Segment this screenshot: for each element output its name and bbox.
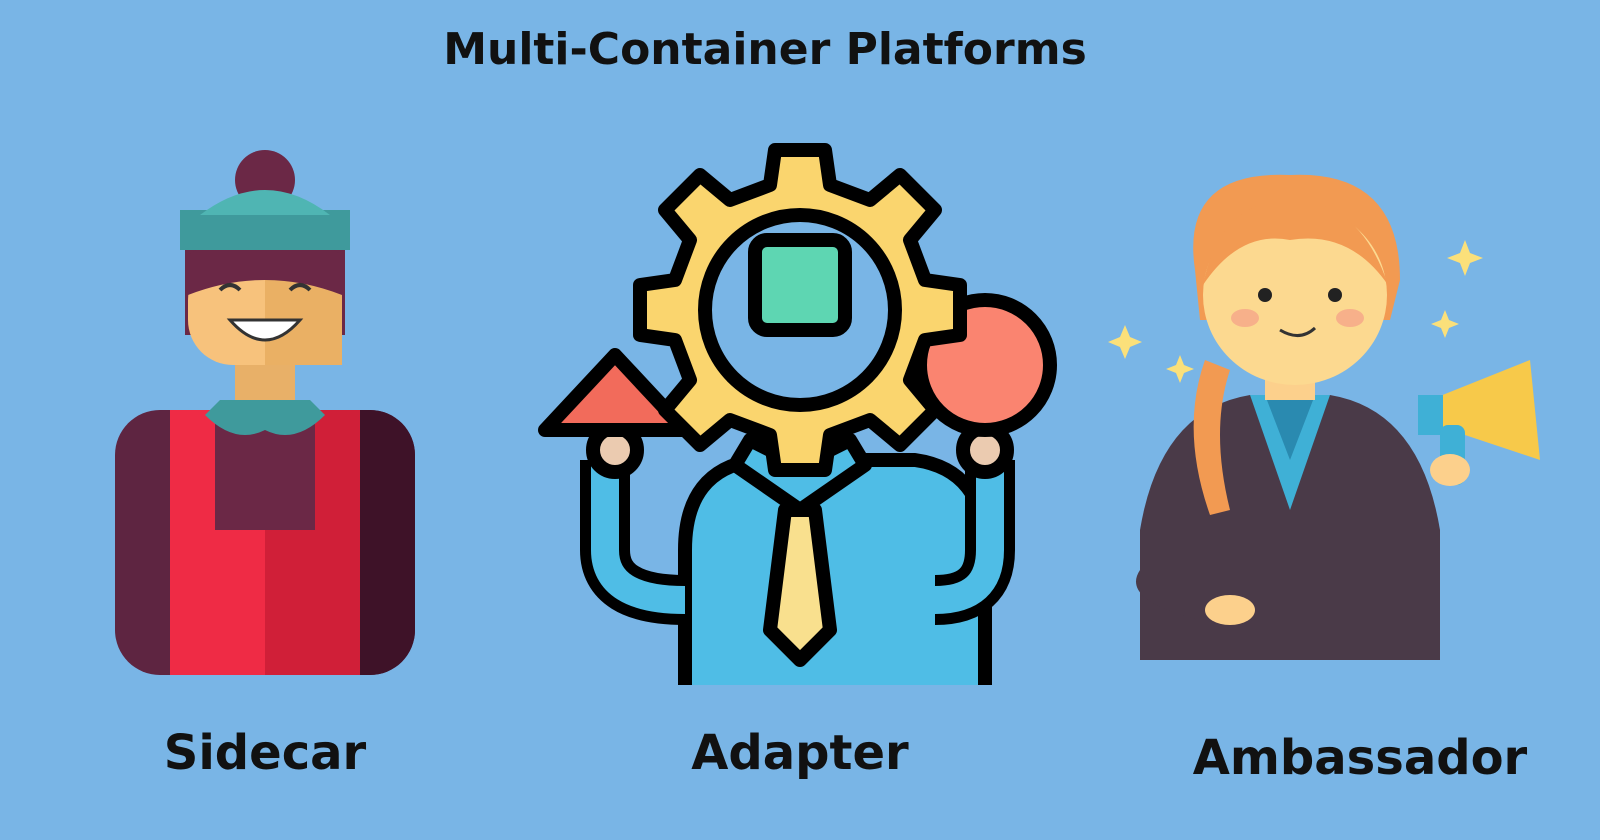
sidecar-label: Sidecar: [163, 725, 367, 781]
adapter-label: Adapter: [691, 725, 909, 781]
ambassador-label: Ambassador: [1192, 730, 1528, 786]
woman-megaphone-icon: [1108, 174, 1540, 660]
person-gear-icon: [538, 143, 1057, 685]
page-title: Multi-Container Platforms: [443, 24, 1087, 75]
woman-worker-icon: [115, 150, 415, 675]
